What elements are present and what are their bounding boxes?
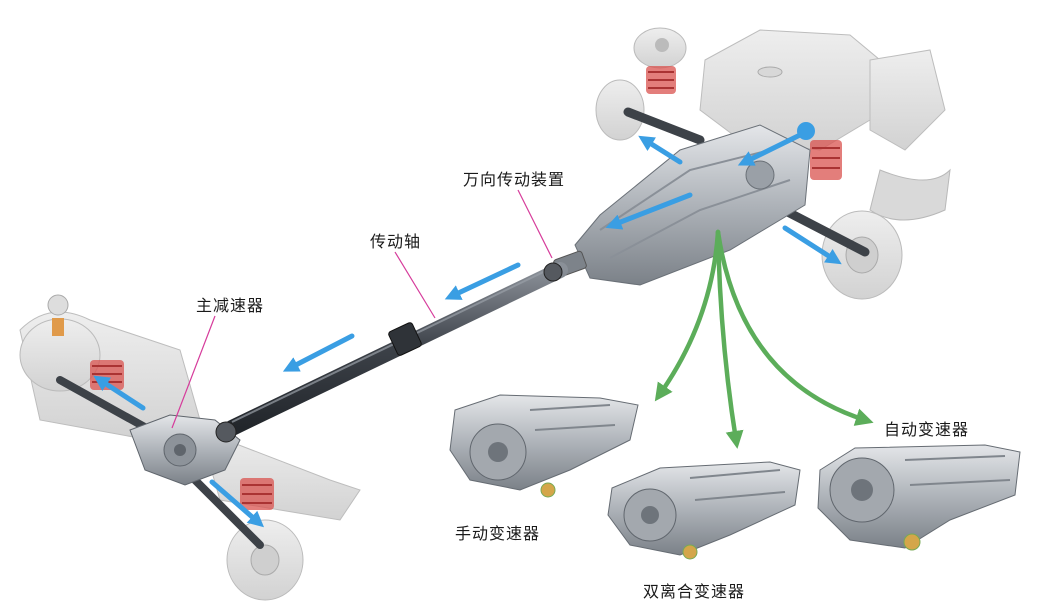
- front-right-suspension: [810, 140, 903, 300]
- rear-left-halfshaft: [56, 376, 154, 434]
- dual-clutch-gearbox-illustration: [607, 461, 801, 560]
- gearbox-option-arrows: [654, 229, 874, 449]
- label-automatic-gearbox: 自动变速器: [884, 420, 970, 439]
- automatic-gearbox-illustration: [817, 444, 1021, 551]
- manual-gearbox-illustration: [449, 394, 639, 498]
- leader-lines: [171, 189, 553, 429]
- front-left-halfshaft: [623, 107, 705, 145]
- label-drive-shaft: 传动轴: [370, 232, 422, 251]
- front-left-suspension: [595, 27, 687, 141]
- engine-assembly: [699, 29, 951, 221]
- label-manual-gearbox: 手动变速器: [455, 524, 541, 543]
- label-final-drive: 主减速器: [196, 296, 265, 315]
- label-universal-joint: 万向传动装置: [463, 170, 566, 189]
- rear-right-halfshaft: [181, 466, 264, 549]
- label-dual-clutch-gearbox: 双离合变速器: [643, 582, 746, 601]
- front-right-halfshaft: [775, 203, 870, 257]
- final-drive: [129, 414, 241, 486]
- power-flow-arrows: [93, 122, 842, 528]
- rear-suspension: [19, 294, 361, 601]
- propeller-shaft: [215, 262, 568, 443]
